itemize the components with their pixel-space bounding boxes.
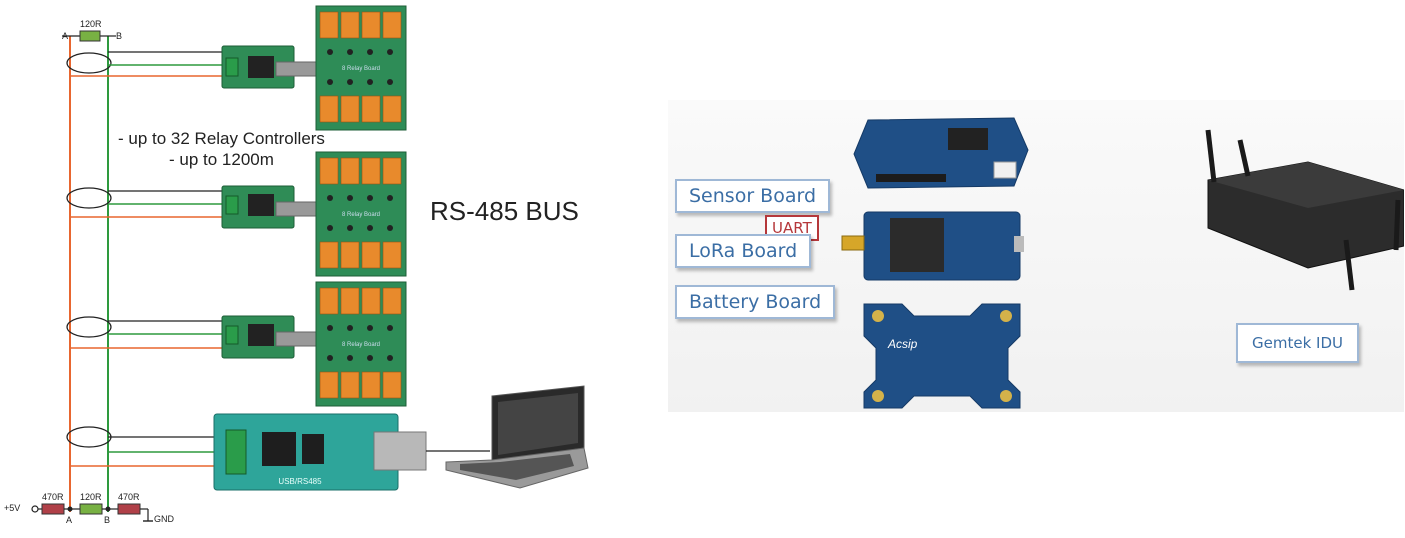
- terminator-top-value: 120R: [80, 19, 102, 29]
- relay-board-label: 8 Relay Board: [342, 66, 380, 72]
- board-brand: Acsip: [887, 337, 918, 351]
- relay-board-2: 8 Relay Board: [315, 151, 407, 277]
- bus-tap-3: [66, 316, 222, 349]
- gemtek-gateway-image: [1205, 129, 1404, 291]
- gemtek-idu-label: Gemtek IDU: [1236, 323, 1359, 363]
- bottom-b-label: B: [104, 515, 111, 525]
- laptop-image: [445, 385, 589, 489]
- bus-tap-4: [66, 426, 222, 467]
- relay-board-label: 8 Relay Board: [342, 212, 380, 218]
- supply-label: +5V: [4, 503, 21, 513]
- sensor-board-label: Sensor Board: [675, 179, 831, 213]
- bottom-a-label: A: [66, 515, 73, 525]
- lora-board-label: LoRa Board: [675, 234, 812, 268]
- bias-left-value: 470R: [42, 492, 64, 502]
- terminator-resistor-bottom: [79, 503, 103, 515]
- relay-board-3: 8 Relay Board: [315, 281, 407, 407]
- lora-hardware-images: Acsip: [841, 117, 1404, 409]
- bus-tap-1: [66, 51, 222, 77]
- rs485-title: RS-485 BUS: [430, 196, 579, 226]
- bias-right-value: 470R: [118, 492, 140, 502]
- note-controllers: - up to 32 Relay Controllers: [118, 129, 325, 148]
- battery-board-image: Acsip: [863, 303, 1021, 409]
- uart-label: UART: [765, 215, 819, 241]
- terminator-bottom-value: 120R: [80, 492, 102, 502]
- relay-board-label: 8 Relay Board: [342, 342, 380, 348]
- gnd-label: GND: [154, 514, 174, 524]
- bias-resistor-left: [41, 503, 65, 515]
- battery-board-label: Battery Board: [675, 285, 836, 319]
- bus-tap-2: [66, 187, 222, 218]
- relay-board-1: 8 Relay Board: [315, 5, 407, 131]
- note-distance: - up to 1200m: [169, 150, 274, 169]
- terminator-top-a-label: A: [62, 31, 69, 41]
- terminator-top-b-label: B: [116, 31, 123, 41]
- usb-rs485-converter: USB/RS485: [213, 413, 427, 491]
- converter-label: USB/RS485: [278, 477, 322, 486]
- bias-resistor-right: [117, 503, 141, 515]
- sensor-board-image: [853, 117, 1029, 189]
- terminator-resistor-top: [79, 30, 101, 42]
- bus-notes: - up to 32 Relay Controllers - up to 120…: [118, 128, 325, 170]
- lora-board-image: [841, 211, 1024, 281]
- rs485-wiring-diagram: 8 Relay Board 8 Relay Board 8 Relay Boar…: [31, 5, 589, 522]
